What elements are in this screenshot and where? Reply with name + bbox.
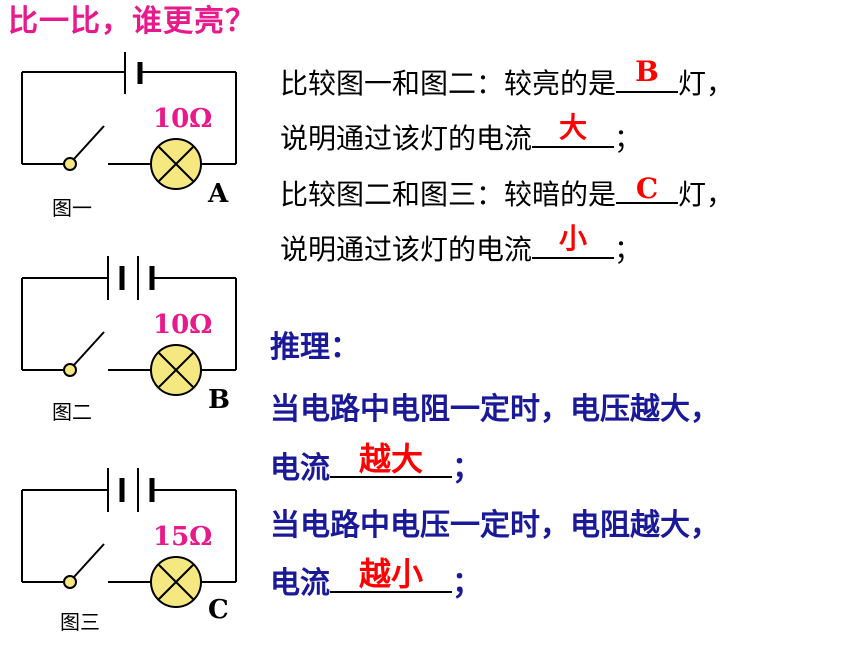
reasoning-line-1: 当电路中电阻一定时，电压越大，: [270, 392, 720, 427]
lamp-label: C: [208, 595, 229, 625]
circuit-caption: 图二: [52, 400, 92, 424]
circuit-caption: 图三: [60, 610, 100, 634]
page-title: 比一比，谁更亮？: [8, 4, 256, 39]
circuit-2-diagram: [21, 256, 237, 396]
resistance-label: 10Ω: [153, 104, 213, 134]
answer-text: 小: [559, 222, 588, 255]
reasoning-heading: 推理：: [270, 330, 360, 365]
reasoning-line-4: 电流越小 ；: [270, 555, 482, 602]
answer-blank: 大: [532, 111, 615, 148]
circuit-1: 10Ω A 图一: [0, 42, 260, 220]
switch-lever: [73, 331, 105, 366]
circuit-3: 15Ω C 图三: [0, 460, 260, 634]
switch-pivot: [63, 157, 77, 171]
question-1: 比较图一和图二：较亮的是 B 灯，: [280, 55, 735, 102]
question-text: 比较图一和图二：较亮的是: [280, 67, 617, 100]
resistance-label: 10Ω: [153, 310, 213, 340]
question-text: 说明通过该灯的电流: [280, 233, 533, 266]
reasoning-text: 电流: [270, 451, 330, 486]
switch-pivot: [63, 575, 77, 589]
lamp-label: A: [208, 179, 229, 209]
switch-pivot: [63, 363, 77, 377]
answer-text: B: [635, 55, 659, 88]
circuit-caption: 图一: [52, 196, 92, 220]
answer-text: C: [635, 172, 659, 205]
answer-blank: C: [616, 172, 679, 205]
reasoning-text: ；: [452, 566, 482, 601]
answer-blank: 越小: [330, 555, 452, 593]
answer-text: 越大: [358, 440, 423, 478]
question-4: 说明通过该灯的电流小 ；: [280, 222, 643, 268]
question-text: 说明通过该灯的电流: [280, 122, 533, 155]
question-text: 比较图二和图三：较暗的是: [280, 178, 617, 211]
circuit-1-diagram: [21, 52, 237, 190]
lamp-label: B: [208, 385, 230, 415]
question-text: 灯，: [678, 67, 735, 100]
question-text: ；: [614, 122, 643, 155]
answer-text: 越小: [358, 555, 423, 593]
question-3: 比较图二和图三：较暗的是 C 灯，: [280, 172, 735, 213]
reasoning-line-2: 电流越大 ；: [270, 440, 482, 487]
answer-blank: 小: [532, 222, 615, 259]
answer-blank: B: [616, 55, 679, 93]
question-2: 说明通过该灯的电流大 ；: [280, 111, 643, 157]
answer-text: 大: [559, 111, 588, 144]
reasoning-line-3: 当电路中电压一定时，电阻越大，: [270, 508, 720, 543]
reasoning-text: ；: [452, 451, 482, 486]
circuit-3-diagram: [21, 468, 237, 608]
switch-lever: [73, 125, 105, 160]
reasoning-text: 电流: [270, 566, 330, 601]
circuit-2: 10Ω B 图二: [0, 248, 260, 424]
switch-lever: [73, 543, 105, 578]
answer-blank: 越大: [330, 440, 452, 478]
resistance-label: 15Ω: [153, 522, 213, 552]
question-text: ；: [614, 233, 643, 266]
question-text: 灯，: [678, 178, 735, 211]
